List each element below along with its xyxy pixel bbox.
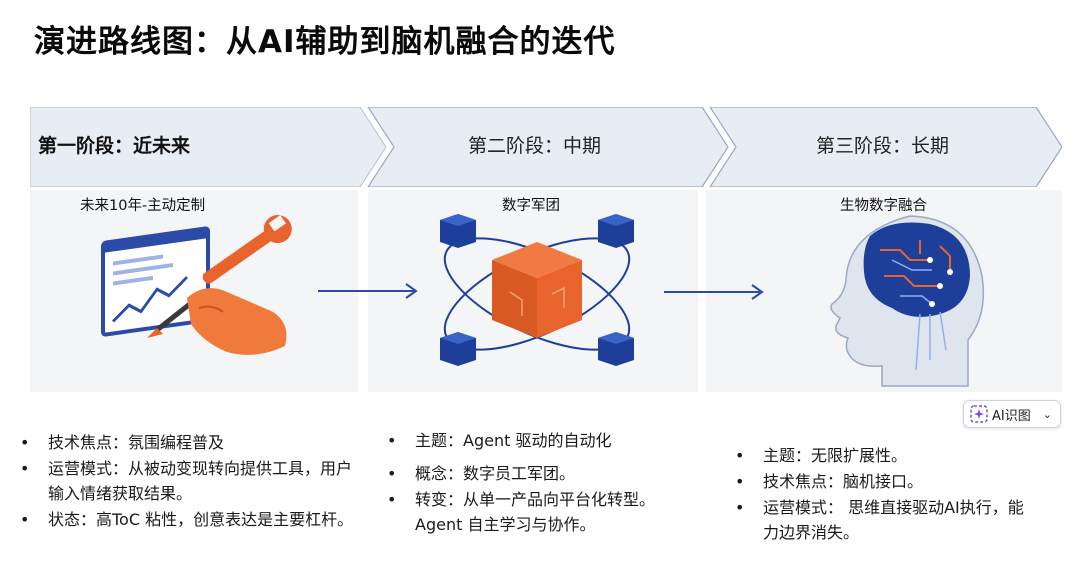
right-arrow-icon xyxy=(318,283,418,299)
stage-1-bullet-list: 技术焦点：氛围编程普及 运营模式：从被动变现转向提供工具，用户输入情绪获取结果。… xyxy=(18,430,363,533)
list-item: 运营模式：从被动变现转向提供工具，用户输入情绪获取结果。 xyxy=(18,456,363,506)
stage-3-label: 第三阶段：长期 xyxy=(816,135,950,157)
stage-3-chevron xyxy=(709,107,1062,187)
list-item: 转变：从单一产品向平台化转型。 Agent 自主学习与协作。 xyxy=(385,487,690,537)
page-title: 演进路线图：从AI辅助到脑机融合的迭代 xyxy=(34,24,616,60)
list-item: 状态：高ToC 粘性，创意表达是主要杠杆。 xyxy=(18,507,363,532)
list-item: 主题：无限扩展性。 xyxy=(733,443,1033,468)
list-item: 技术焦点：脑机接口。 xyxy=(733,469,1033,494)
stage-1-chevron xyxy=(30,107,387,187)
brain-head-profile-illustration xyxy=(830,215,985,387)
stage-3-subtitle: 生物数字融合 xyxy=(840,198,927,214)
ai-button-label: AI识图 xyxy=(992,408,1031,424)
digital-legion-cube-illustration xyxy=(440,214,634,366)
stage-2-label: 第二阶段：中期 xyxy=(468,135,602,157)
list-item: 技术焦点：氛围编程普及 xyxy=(18,430,363,455)
sparkle-icon xyxy=(970,405,988,423)
list-item: 运营模式： 思维直接驱动AI执行，能力边界消失。 xyxy=(733,495,1033,545)
hand-wrench-screen-illustration xyxy=(101,215,292,355)
stage-1-subtitle: 未来10年-主动定制 xyxy=(80,198,206,214)
stage-2-subtitle: 数字军团 xyxy=(502,198,560,214)
stage-2-bullet-list: 主题：Agent 驱动的自动化 概念：数字员工军团。 转变：从单一产品向平台化转… xyxy=(385,428,690,538)
chevron-down-icon: ⌄ xyxy=(1042,407,1052,421)
right-arrow-icon xyxy=(664,284,764,300)
stage-3-bullet-list: 主题：无限扩展性。 技术焦点：脑机接口。 运营模式： 思维直接驱动AI执行，能力… xyxy=(733,443,1033,546)
list-item: 主题：Agent 驱动的自动化 xyxy=(385,428,690,453)
ai-image-recognition-button[interactable]: AI识图 ⌄ xyxy=(963,400,1061,428)
list-item: 概念：数字员工军团。 xyxy=(385,461,690,486)
stage-1-label: 第一阶段：近未来 xyxy=(38,135,191,157)
stage-2-chevron xyxy=(367,107,729,187)
stage-chevron-banner xyxy=(30,107,1062,187)
